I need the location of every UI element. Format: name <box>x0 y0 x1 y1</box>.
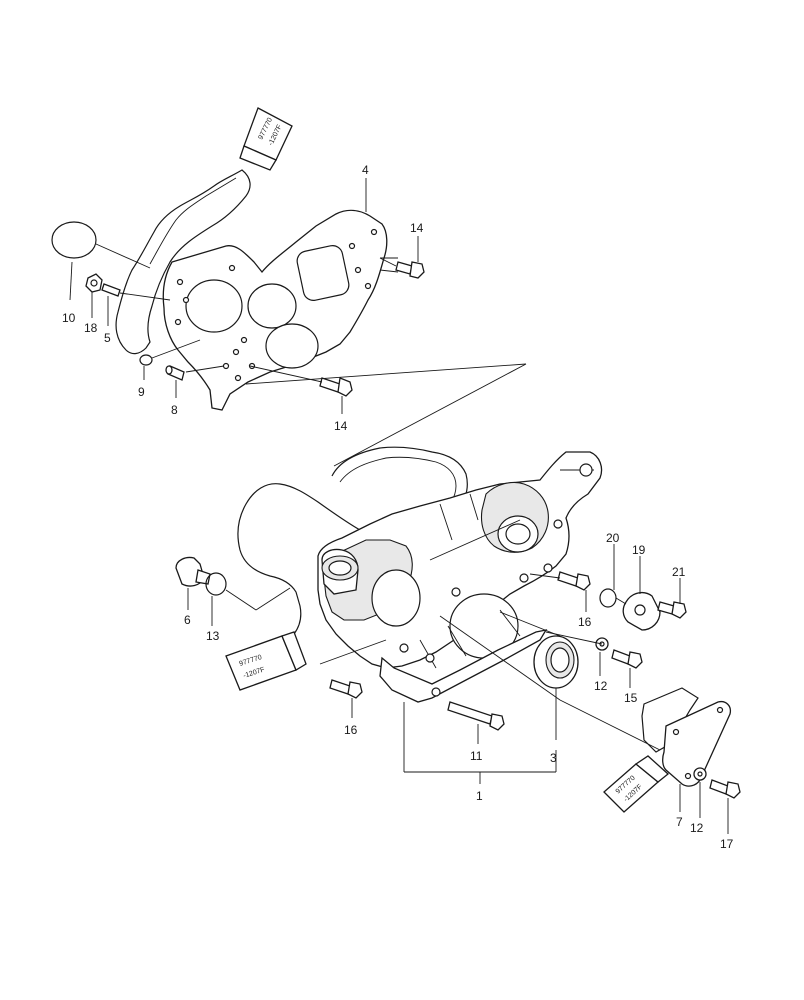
callout-14-upper: 14 <box>410 221 424 235</box>
callout-6: 6 <box>184 613 191 627</box>
o-ring-13 <box>205 572 227 596</box>
callout-21: 21 <box>672 565 686 579</box>
plate-bore-left <box>185 279 243 333</box>
plate-window <box>296 245 350 301</box>
callout-19: 19 <box>632 543 646 557</box>
callout-12-upper: 12 <box>594 679 608 693</box>
bolt-14-upper <box>395 261 425 279</box>
callout-16-upper: 16 <box>578 615 592 629</box>
plate-bore-center <box>247 283 297 329</box>
oil-seal-3 <box>533 635 579 689</box>
inspection-cover-7 <box>662 700 732 787</box>
front-plate-gasket-outline <box>115 169 251 355</box>
flange-plate-19 <box>622 591 661 631</box>
callout-3: 3 <box>550 751 557 765</box>
callout-5: 5 <box>104 331 111 345</box>
o-ring-large <box>51 221 97 259</box>
bolt-11 <box>447 701 505 731</box>
sealant-tube-upper: 977770 -1207F <box>239 107 293 171</box>
filler-cap-6 <box>175 556 211 587</box>
callout-14-lower: 14 <box>334 419 348 433</box>
callout-12-lower: 12 <box>690 821 704 835</box>
callout-13: 13 <box>206 629 220 643</box>
o-ring-small <box>139 354 153 366</box>
timing-gear-case <box>317 451 603 703</box>
callout-8: 8 <box>171 403 178 417</box>
callout-9: 9 <box>138 385 145 399</box>
stud-5 <box>101 283 121 297</box>
bolt-21 <box>657 601 687 619</box>
front-plate <box>162 209 388 411</box>
oil-filler-neck <box>321 548 359 595</box>
plate-bore-lower <box>265 323 319 369</box>
o-ring-20 <box>599 588 617 608</box>
callout-labels: 4 14 10 18 5 9 8 14 20 19 21 6 13 16 12 … <box>62 163 734 851</box>
bolt-15 <box>611 649 643 669</box>
callout-4: 4 <box>362 163 369 177</box>
bolt-16-lower <box>329 679 363 699</box>
sealant-tube-lower-left: 977770 -1207F <box>225 631 307 691</box>
callout-17: 17 <box>720 837 734 851</box>
bolt-14-lower <box>319 377 353 397</box>
lower-leader-lines <box>187 544 729 834</box>
callout-18: 18 <box>84 321 98 335</box>
dowel-pin-8 <box>165 365 185 381</box>
callout-15: 15 <box>624 691 638 705</box>
callout-10: 10 <box>62 311 76 325</box>
callout-16-lower: 16 <box>344 723 358 737</box>
callout-1: 1 <box>476 789 483 803</box>
bolt-17 <box>709 779 741 799</box>
sealant-tube-lower-right: 977770 -1207F <box>603 755 670 813</box>
case-bore-left <box>371 569 421 627</box>
upper-leader-lines <box>69 178 527 467</box>
callout-11: 11 <box>470 749 483 763</box>
bolt-16-upper <box>557 571 591 591</box>
callout-20: 20 <box>606 531 620 545</box>
nut-18 <box>85 273 103 293</box>
callout-7: 7 <box>676 815 683 829</box>
washer-12-lower <box>693 767 707 781</box>
